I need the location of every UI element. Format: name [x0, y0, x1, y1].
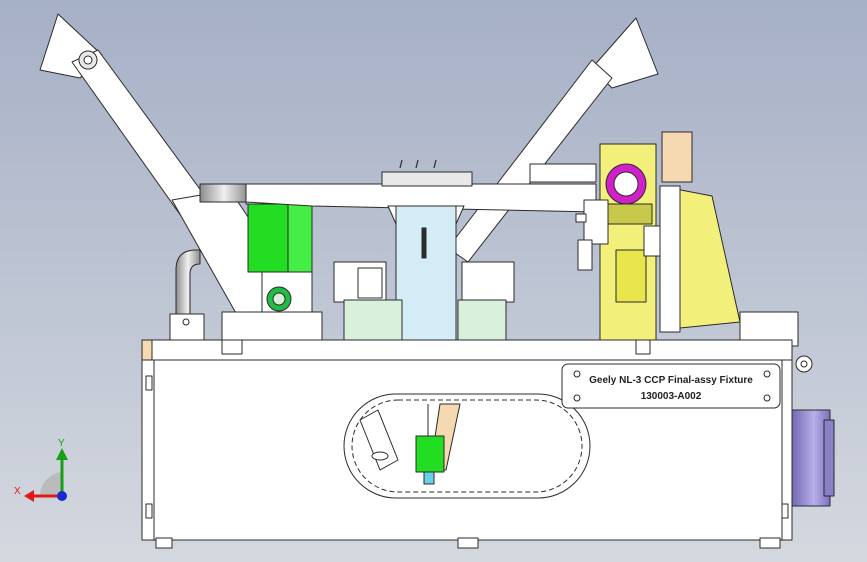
- centre-column: [381, 159, 473, 345]
- nameplate-line-2: 130003-A002: [641, 391, 702, 402]
- axis-triad: Y X: [14, 438, 68, 502]
- top-rail: [199, 163, 597, 213]
- left-pivot-bracket: [171, 189, 323, 343]
- grey-pipe: [169, 249, 205, 345]
- axis-x-label: X: [14, 486, 21, 497]
- base-window: [343, 393, 591, 499]
- axis-y-label: Y: [58, 438, 65, 449]
- yellow-clamp: [575, 131, 741, 341]
- nameplate: [561, 363, 781, 409]
- purple-cylinder: [789, 409, 835, 507]
- centre-guides: [333, 261, 515, 345]
- nameplate-line-1: Geely NL-3 CCP Final-assy Fixture: [589, 375, 753, 386]
